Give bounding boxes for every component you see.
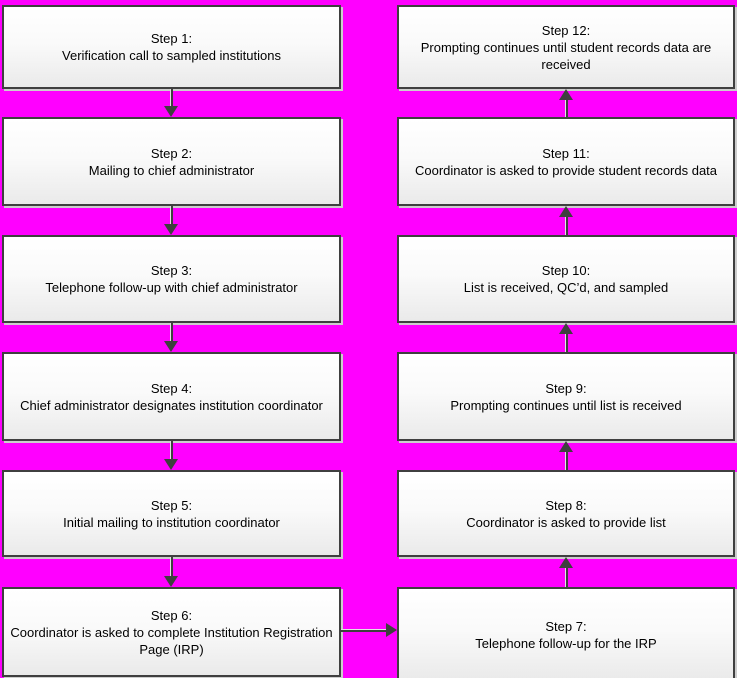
- step-title: Step 12:: [541, 22, 591, 38]
- step-description: Prompting continues until list is receiv…: [450, 397, 682, 413]
- flow-step-8: Step 8: Coordinator is asked to provide …: [397, 470, 735, 557]
- arrowhead-up-icon: [559, 441, 573, 452]
- arrow-step-9-to-10: [559, 323, 573, 352]
- connector-line: [564, 217, 568, 235]
- arrowhead-up-icon: [559, 89, 573, 100]
- arrow-step-1-to-2: [164, 89, 178, 117]
- flow-step-11: Step 11: Coordinator is asked to provide…: [397, 117, 735, 206]
- arrow-step-2-to-3: [164, 206, 178, 235]
- connector-line: [341, 628, 386, 632]
- step-description: Telephone follow-up with chief administr…: [45, 280, 298, 295]
- step-title: Step 8:: [545, 497, 587, 513]
- connector-line: [564, 334, 568, 352]
- step-title: Step 10:: [541, 263, 591, 278]
- connector-line: [564, 100, 568, 117]
- arrowhead-down-icon: [164, 459, 178, 470]
- step-title: Step 1:: [150, 31, 193, 46]
- step-title: Step 7:: [545, 618, 587, 634]
- step-title: Step 3:: [150, 263, 193, 278]
- step-title: Step 11:: [542, 145, 590, 161]
- arrow-step-5-to-6: [164, 557, 178, 587]
- arrowhead-up-icon: [559, 557, 573, 568]
- connector-line: [169, 206, 173, 224]
- step-title: Step 9:: [545, 380, 587, 396]
- connector-line: [169, 557, 173, 576]
- arrowhead-up-icon: [559, 206, 573, 217]
- connector-line: [564, 452, 568, 470]
- step-description: Verification call to sampled institution…: [62, 48, 281, 63]
- flow-step-2: Step 2: Mailing to chief administrator: [2, 117, 341, 206]
- step-title: Step 6:: [150, 607, 193, 623]
- flow-step-12: Step 12: Prompting continues until stude…: [397, 5, 735, 89]
- flow-step-3: Step 3: Telephone follow-up with chief a…: [2, 235, 341, 323]
- flow-step-4: Step 4: Chief administrator designates i…: [2, 352, 341, 441]
- flow-step-9: Step 9: Prompting continues until list i…: [397, 352, 735, 441]
- arrow-step-8-to-9: [559, 441, 573, 470]
- arrowhead-down-icon: [164, 341, 178, 352]
- connector-line: [169, 323, 173, 341]
- arrow-step-6-to-7: [341, 623, 397, 637]
- step-description: Mailing to chief administrator: [88, 162, 255, 178]
- arrowhead-up-icon: [559, 323, 573, 334]
- flow-step-5: Step 5: Initial mailing to institution c…: [2, 470, 341, 557]
- connector-line: [169, 89, 173, 106]
- step-description: Telephone follow-up for the IRP: [475, 635, 657, 651]
- arrowhead-down-icon: [164, 224, 178, 235]
- step-description: List is received, QC’d, and sampled: [463, 280, 669, 295]
- arrow-step-7-to-8: [559, 557, 573, 587]
- step-title: Step 2:: [150, 145, 193, 161]
- flow-step-10: Step 10: List is received, QC’d, and sam…: [397, 235, 735, 323]
- arrow-step-4-to-5: [164, 441, 178, 470]
- step-description: Initial mailing to institution coordinat…: [63, 514, 280, 530]
- step-title: Step 5:: [150, 497, 193, 513]
- step-description: Coordinator is asked to complete Institu…: [10, 624, 333, 657]
- step-description: Prompting continues until student record…: [420, 39, 712, 72]
- step-title: Step 4:: [150, 380, 193, 396]
- step-description: Coordinator is asked to provide student …: [414, 162, 718, 178]
- connector-line: [169, 441, 173, 459]
- arrow-step-3-to-4: [164, 323, 178, 352]
- flow-step-1: Step 1: Verification call to sampled ins…: [2, 5, 341, 89]
- arrowhead-down-icon: [164, 576, 178, 587]
- arrow-step-10-to-11: [559, 206, 573, 235]
- arrowhead-right-icon: [386, 623, 397, 637]
- step-description: Coordinator is asked to provide list: [466, 514, 666, 530]
- arrow-step-11-to-12: [559, 89, 573, 117]
- flow-step-7: Step 7: Telephone follow-up for the IRP: [397, 587, 735, 678]
- step-description: Chief administrator designates instituti…: [20, 397, 323, 413]
- arrowhead-down-icon: [164, 106, 178, 117]
- flow-step-6: Step 6: Coordinator is asked to complete…: [2, 587, 341, 677]
- connector-line: [564, 568, 568, 587]
